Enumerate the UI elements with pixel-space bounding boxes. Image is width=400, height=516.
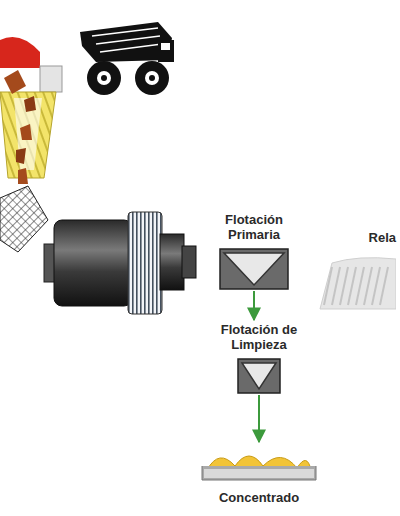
concentrate-pile-shape: [201, 444, 317, 482]
tailings-pile: Rela: [318, 230, 396, 313]
crusher: [0, 37, 62, 184]
stage-label: Flotación Primaria: [210, 212, 298, 242]
flow-arrow: [253, 291, 255, 320]
stage-label: Flotación de Limpieza: [216, 322, 302, 352]
ball-mill: [44, 212, 196, 314]
tailings-pile-shape: [318, 253, 396, 313]
flotation-cell-shape: [219, 248, 289, 290]
haul-truck: [80, 22, 174, 95]
flotation-cell-shape: [237, 358, 281, 394]
concentrate-pile: Concentrado: [200, 444, 318, 505]
flotation-cell: Flotación Primaria: [210, 212, 298, 290]
vibrating-screen: [0, 186, 48, 252]
stage-label: Concentrado: [200, 490, 318, 505]
flow-arrow: [258, 395, 260, 442]
stage-label: Rela: [318, 230, 396, 245]
flotation-cell: Flotación de Limpieza: [216, 322, 302, 394]
